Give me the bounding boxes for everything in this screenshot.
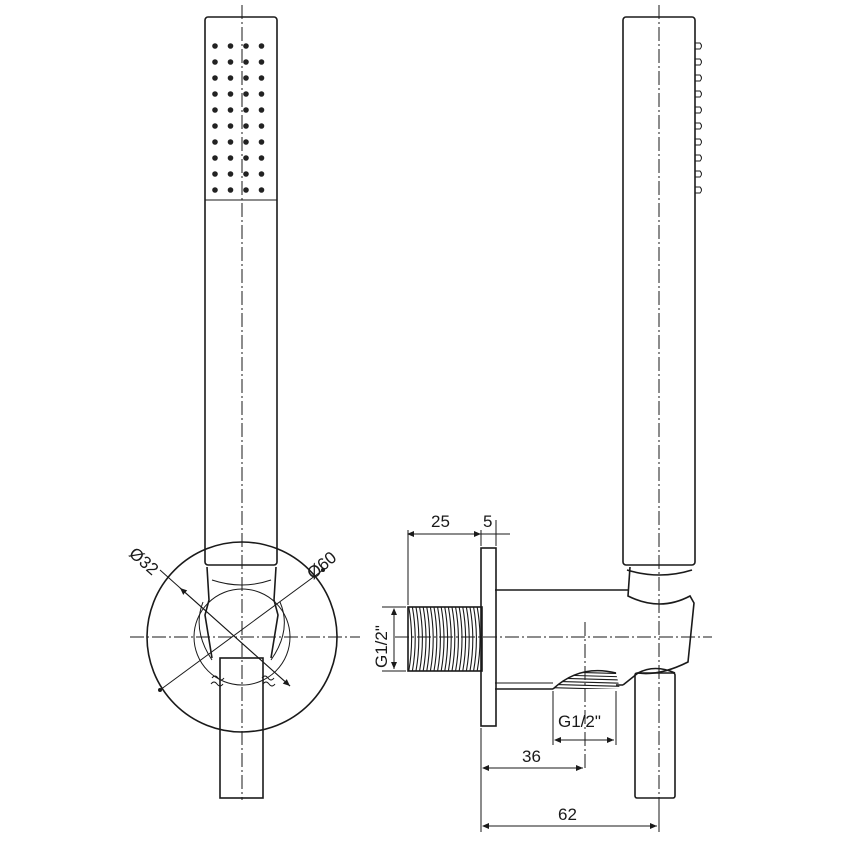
- nozzle: [212, 75, 218, 81]
- nozzle: [243, 107, 249, 113]
- nozzle: [258, 107, 265, 113]
- nozzle: [243, 139, 249, 145]
- nozzle: [258, 59, 265, 65]
- nozzle: [227, 187, 234, 193]
- side-nozzle-row: [695, 42, 702, 194]
- nozzle: [243, 91, 249, 97]
- nozzle: [212, 59, 218, 65]
- nozzle: [258, 91, 265, 97]
- nozzle: [227, 171, 234, 177]
- lower-stem: [634, 672, 676, 799]
- nozzle: [212, 123, 218, 129]
- nozzle: [227, 91, 234, 97]
- nozzle: [258, 187, 265, 193]
- nozzle-side: [695, 58, 702, 66]
- nozzle: [227, 139, 234, 145]
- nozzle: [243, 123, 249, 129]
- nozzle: [212, 155, 218, 161]
- wall-plate-diameter-label: Ø60: [303, 548, 340, 583]
- handset-front: [204, 16, 278, 566]
- nozzle-side: [695, 90, 702, 98]
- nozzle: [212, 91, 218, 97]
- nozzle-side: [695, 154, 702, 162]
- nozzle-side: [695, 106, 702, 114]
- outlet-distance-label: 36: [522, 747, 541, 766]
- front-view: Ø32 Ø60: [125, 5, 360, 800]
- nozzle: [258, 171, 265, 177]
- nozzle: [258, 139, 265, 145]
- nozzle: [227, 59, 234, 65]
- side-view: 25 5 G1/2" G1/2" 36 62: [372, 5, 712, 832]
- nozzle: [258, 75, 265, 81]
- nozzle: [212, 171, 218, 177]
- nozzle-grid: [212, 43, 265, 193]
- nozzle: [243, 171, 249, 177]
- nozzle-side: [695, 186, 702, 194]
- nozzle: [243, 155, 249, 161]
- nozzle: [212, 107, 218, 113]
- nozzle: [227, 75, 234, 81]
- holder-body: [495, 589, 628, 690]
- nozzle: [258, 123, 265, 129]
- nozzle-side: [695, 42, 702, 50]
- nozzle: [227, 107, 234, 113]
- inlet-thread-label: G1/2": [372, 625, 391, 668]
- nozzle-side: [695, 170, 702, 178]
- nozzle: [212, 187, 218, 193]
- nozzle-side: [695, 138, 702, 146]
- total-depth-label: 62: [558, 805, 577, 824]
- outlet-thread-label: G1/2": [558, 712, 601, 731]
- nozzle: [227, 155, 234, 161]
- nozzle: [243, 59, 249, 65]
- holder-diameter-label: Ø32: [125, 544, 162, 579]
- nozzle: [243, 187, 249, 193]
- nozzle: [258, 155, 265, 161]
- plate-thickness-label: 5: [483, 512, 492, 531]
- nozzle: [227, 43, 234, 49]
- nozzle-side: [695, 74, 702, 82]
- nozzle-side: [695, 122, 702, 130]
- nozzle: [258, 43, 265, 49]
- nozzle: [212, 43, 218, 49]
- plate-offset-label: 25: [431, 512, 450, 531]
- nozzle: [227, 123, 234, 129]
- nozzle: [243, 43, 249, 49]
- nozzle: [212, 139, 218, 145]
- nozzle: [243, 75, 249, 81]
